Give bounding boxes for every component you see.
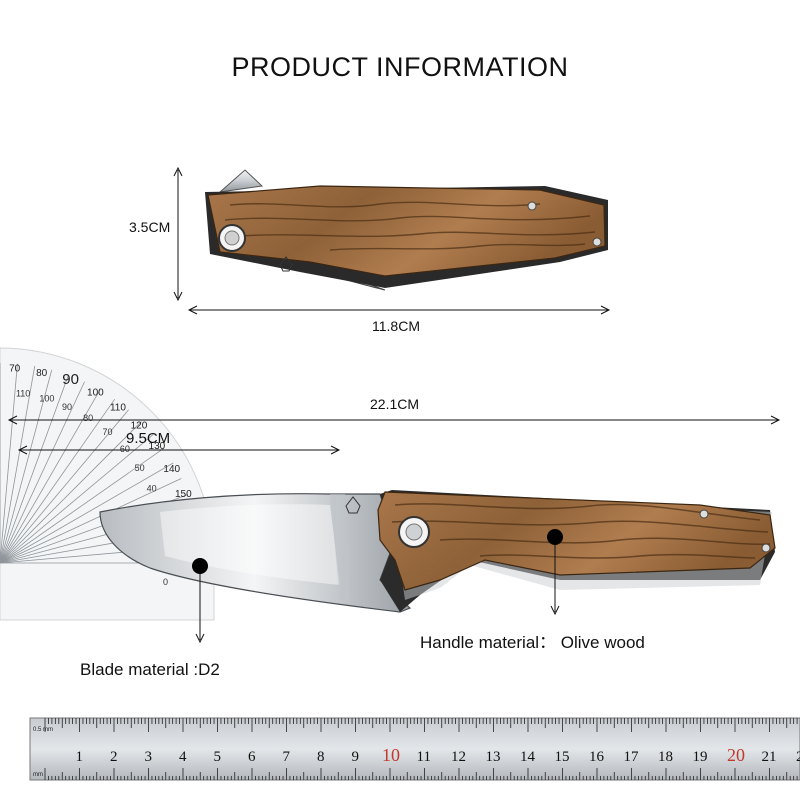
protractor-line: [0, 369, 53, 564]
ruler-number: 3: [145, 749, 153, 765]
open-length-label: 22.1CM: [370, 396, 420, 412]
closed-screw: [592, 237, 602, 247]
protractor-inner-label: 60: [120, 444, 130, 454]
ruler-number: 8: [317, 749, 325, 765]
open-screw: [699, 509, 709, 519]
protractor-line: [0, 434, 154, 564]
ruler-number: 20: [727, 745, 745, 765]
ruler-number: 9: [352, 749, 360, 765]
ruler-number: 12: [451, 749, 466, 765]
protractor-line: [0, 398, 116, 564]
height-label: 3.5CM: [129, 219, 171, 235]
ruler-number: 1: [76, 749, 84, 765]
open-logo-icon: [345, 496, 361, 514]
ruler-number: 15: [555, 749, 570, 765]
protractor-inner-label: 70: [103, 427, 113, 437]
protractor-outer-label: 90: [62, 371, 79, 388]
closed-screw: [527, 201, 537, 211]
protractor-line: [0, 381, 85, 564]
protractor-line: [0, 447, 165, 564]
blade-marker-dot: [192, 558, 208, 574]
handle-material-label: Handle material： Olive wood: [420, 633, 645, 652]
protractor-outer-label: 110: [110, 402, 126, 413]
ruler-unit-top: 0.5 mm: [33, 727, 53, 733]
open-screw: [761, 543, 771, 553]
protractor-inner-label: 90: [62, 402, 72, 412]
protractor-outer-label: 140: [163, 464, 180, 475]
protractor-line: [0, 409, 129, 564]
ruler-number: 18: [658, 749, 673, 765]
closed-length-label: 11.8CM: [372, 318, 420, 334]
protractor-outer-label: 70: [9, 364, 21, 375]
protractor-outer-label: 130: [149, 441, 166, 452]
protractor-inner-label: 80: [83, 413, 93, 423]
page-title: PRODUCT INFORMATION: [231, 52, 569, 82]
ruler-number: 2: [110, 749, 118, 765]
protractor-line: [0, 374, 69, 564]
protractor-inner-label: 40: [147, 484, 157, 494]
handle-marker-dot: [547, 529, 563, 545]
protractor-outer-label: 150: [175, 489, 192, 500]
blade-material-label: Blade material :D2: [80, 660, 220, 679]
protractor-outer-label: 120: [131, 420, 148, 431]
open-handle-scale: [377, 491, 776, 591]
protractor-line: [0, 421, 142, 564]
protractor-line: [0, 363, 18, 564]
protractor-inner-label: 0: [163, 577, 168, 587]
ruler-number: 21: [762, 749, 777, 765]
ruler-number: 11: [417, 749, 431, 765]
ruler-number: 22: [796, 749, 800, 765]
ruler-number: 10: [382, 745, 400, 765]
ruler-number: 7: [283, 749, 291, 765]
protractor-line: [0, 462, 174, 564]
closed-handle-scale: [207, 185, 606, 277]
protractor-outer-label: 100: [87, 388, 104, 399]
closed-logo-icon: [279, 256, 293, 272]
protractor-outer-label: 80: [36, 368, 48, 379]
ruler-number: 5: [214, 749, 222, 765]
protractor-line: [0, 365, 36, 564]
protractor-inner-label: 110: [16, 389, 30, 399]
blade-length-label: 9.5CM: [126, 430, 171, 447]
ruler-number: 4: [179, 749, 187, 765]
open-blade: [99, 493, 412, 613]
ruler-number: 14: [520, 749, 536, 765]
protractor-line: [0, 389, 101, 564]
ruler-number: 17: [624, 749, 640, 765]
ruler-number: 19: [693, 749, 708, 765]
ruler-number: 16: [589, 749, 605, 765]
closed-flipper-tab: [218, 169, 264, 193]
protractor-inner-label: 50: [135, 463, 145, 473]
protractor-line: [0, 478, 182, 564]
ruler-unit-side: mm: [33, 772, 43, 778]
ruler-number: 6: [248, 749, 256, 765]
protractor-inner-label: 100: [39, 394, 54, 404]
ruler-number: 13: [486, 749, 501, 765]
